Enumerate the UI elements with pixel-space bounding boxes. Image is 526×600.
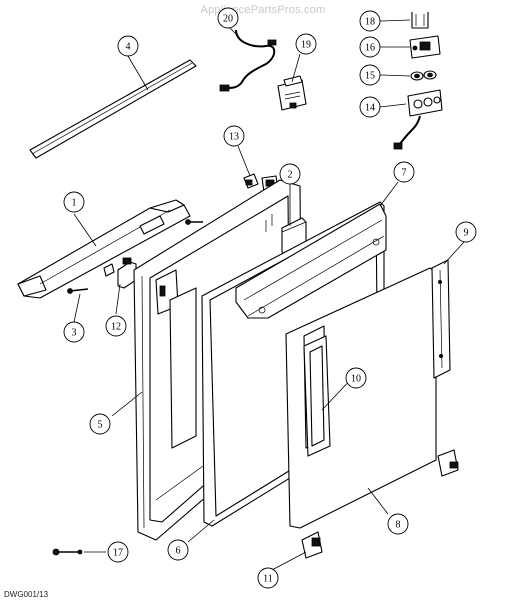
callout-number: 14: [365, 103, 375, 114]
callout-number: 7: [402, 168, 407, 179]
callout-circle: [107, 541, 129, 563]
callout-number: 16: [365, 43, 375, 54]
part-7-door-handle[interactable]: [235, 203, 387, 319]
part-4-trim-strip[interactable]: [29, 59, 197, 159]
callout-circle: [223, 125, 245, 147]
callout-8[interactable]: 8: [387, 513, 409, 535]
callout-5[interactable]: 5: [89, 413, 111, 435]
callout-14[interactable]: 14: [359, 96, 381, 118]
callout-circle: [89, 413, 111, 435]
callout-number: 1: [72, 198, 77, 209]
part-15-nuts[interactable]: [410, 70, 437, 81]
callout-circle: [295, 33, 317, 55]
callout-1[interactable]: 1: [63, 191, 85, 213]
part-bottom-right-hinge[interactable]: [437, 449, 459, 477]
callout-circle: [117, 35, 139, 57]
callout-number: 6: [176, 546, 181, 557]
part-3-screw[interactable]: [67, 288, 89, 294]
part-20-wire-harness[interactable]: [219, 29, 277, 92]
callout-number: 3: [72, 328, 77, 339]
callout-circle: [105, 315, 127, 337]
callout-20[interactable]: 20: [217, 7, 239, 29]
part-1-screw[interactable]: [185, 219, 204, 225]
callout-6[interactable]: 6: [167, 539, 189, 561]
callout-circle: [345, 367, 367, 389]
callout-circle: [387, 513, 409, 535]
callout-2[interactable]: 2: [279, 163, 301, 185]
callout-number: 12: [111, 322, 121, 333]
callout-circle: [63, 321, 85, 343]
callout-15[interactable]: 15: [359, 64, 381, 86]
callout-number: 18: [365, 17, 375, 28]
callout-number: 20: [223, 14, 233, 25]
part-17-screw[interactable]: [52, 548, 83, 556]
part-13-latch[interactable]: [243, 173, 259, 189]
part-12-hinge-clip[interactable]: [103, 257, 137, 289]
callout-circle: [359, 10, 381, 32]
callout-circle: [257, 567, 279, 589]
callout-13[interactable]: 13: [223, 125, 245, 147]
part-19-control-module[interactable]: [277, 75, 307, 111]
part-14-switch-panel[interactable]: [393, 89, 443, 150]
callout-16[interactable]: 16: [359, 36, 381, 58]
callout-number: 10: [351, 374, 361, 385]
callout-circle: [279, 163, 301, 185]
callout-number: 2: [288, 170, 293, 181]
callout-17[interactable]: 17: [107, 541, 129, 563]
callout-circle: [359, 36, 381, 58]
callout-circle: [63, 191, 85, 213]
callout-number: 9: [464, 228, 469, 239]
callout-4[interactable]: 4: [117, 35, 139, 57]
callout-number: 17: [113, 548, 123, 559]
part-18-clip[interactable]: [411, 12, 429, 29]
callout-circle: [217, 7, 239, 29]
part-9-side-hinge[interactable]: [431, 259, 451, 379]
callout-18[interactable]: 18: [359, 10, 381, 32]
callout-circle: [455, 221, 477, 243]
callout-number: 13: [229, 132, 239, 143]
part-1-hinge-arm[interactable]: [17, 199, 191, 299]
part-10-latch-plate[interactable]: [303, 335, 331, 457]
callout-10[interactable]: 10: [345, 367, 367, 389]
callout-number: 15: [365, 71, 375, 82]
callout-7[interactable]: 7: [393, 161, 415, 183]
part-11-bottom-latch[interactable]: [301, 531, 323, 559]
callout-circle: [359, 64, 381, 86]
callout-12[interactable]: 12: [105, 315, 127, 337]
leader-lines: [73, 19, 465, 571]
callout-number: 19: [301, 40, 311, 51]
callout-circle: [393, 161, 415, 183]
callout-circle: [359, 96, 381, 118]
callout-number: 4: [126, 42, 131, 53]
drawing-code: DWG001/13: [4, 590, 49, 599]
callout-19[interactable]: 19: [295, 33, 317, 55]
callout-11[interactable]: 11: [257, 567, 279, 589]
callout-number: 11: [263, 574, 273, 585]
callout-number: 8: [396, 520, 401, 531]
callout-number: 5: [98, 420, 103, 431]
callout-3[interactable]: 3: [63, 321, 85, 343]
part-16-switch[interactable]: [409, 35, 441, 59]
callout-circle: [167, 539, 189, 561]
callout-9[interactable]: 9: [455, 221, 477, 243]
